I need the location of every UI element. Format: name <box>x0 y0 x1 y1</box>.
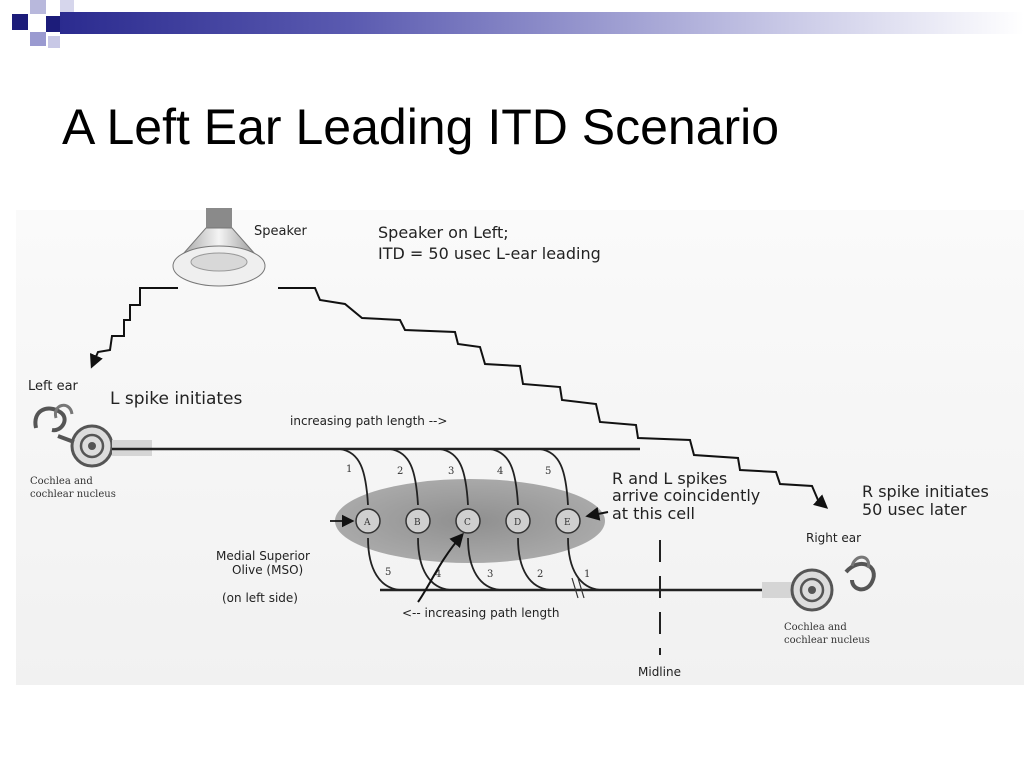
mso-line-1: Medial Superior <box>216 549 310 563</box>
decor-square <box>30 0 46 14</box>
sound-path-left <box>89 287 178 369</box>
bottom-number-3: 3 <box>487 569 493 580</box>
left-cochlea-icon <box>33 403 152 468</box>
top-number-1: 1 <box>346 464 352 475</box>
bottom-number-2: 2 <box>537 569 543 580</box>
coincident-line-1: R and L spikes <box>612 469 727 488</box>
cell-a-label: A <box>363 518 371 528</box>
left-axon-branches <box>339 448 569 506</box>
bottom-number-1: 1 <box>584 569 590 580</box>
arrow-to-cell-e <box>585 506 609 521</box>
right-ear-label: Right ear <box>806 531 861 545</box>
r-spike-line-1: R spike initiates <box>862 482 989 501</box>
cell-e-label: E <box>564 518 571 528</box>
cochlea-left-line-1: Cochlea and <box>30 476 93 487</box>
decor-square <box>48 36 60 48</box>
bottom-number-4: 4 <box>435 569 441 580</box>
top-number-3: 3 <box>448 466 454 477</box>
decor-square <box>30 32 46 46</box>
top-number-4: 4 <box>497 466 503 477</box>
cell-b <box>405 508 431 534</box>
header-gradient-bar <box>60 12 1024 34</box>
header-line-1: Speaker on Left; <box>378 223 509 242</box>
top-number-5: 5 <box>545 466 551 477</box>
cochlea-right-line-2: cochlear nucleus <box>784 635 870 646</box>
decor-square <box>46 16 60 32</box>
diagram-background <box>16 210 1024 685</box>
coincident-line-3: at this cell <box>612 504 695 523</box>
cell-c-label: C <box>464 518 471 528</box>
bottom-number-5: 5 <box>385 567 391 578</box>
path-length-top-label: increasing path length --> <box>290 414 447 428</box>
cell-b-label: B <box>414 518 421 528</box>
coincident-line-2: arrive coincidently <box>612 486 760 505</box>
right-axon-branches <box>367 537 601 591</box>
cochlea-left-line-2: cochlear nucleus <box>30 489 116 500</box>
right-cochlea-icon <box>762 555 876 612</box>
speaker-icon <box>172 208 266 287</box>
mso-line-2: Olive (MSO) <box>232 563 303 577</box>
l-spike-label: L spike initiates <box>110 389 242 409</box>
arrow-mso-to-cell-c <box>417 532 464 603</box>
r-spike-line-2: 50 usec later <box>862 500 967 519</box>
cochlea-right-line-1: Cochlea and <box>784 622 847 633</box>
left-ear-label: Left ear <box>28 379 79 394</box>
speaker-label: Speaker <box>254 224 308 239</box>
header-line-2: ITD = 50 usec L-ear leading <box>378 244 601 263</box>
decor-square <box>60 0 74 12</box>
decor-square <box>12 14 28 30</box>
mso-cells <box>355 508 581 534</box>
slide-title: A Left Ear Leading ITD Scenario <box>62 99 780 155</box>
top-number-2: 2 <box>397 466 403 477</box>
cell-d <box>505 508 531 534</box>
path-length-bottom-label: <-- increasing path length <box>402 606 559 620</box>
cell-d-label: D <box>514 518 521 528</box>
cell-c <box>455 508 481 534</box>
cell-a <box>355 508 381 534</box>
mso-side-label: (on left side) <box>222 591 298 605</box>
break-marks <box>571 577 585 599</box>
sound-path-right <box>278 287 829 509</box>
cell-e <box>555 508 581 534</box>
midline-label: Midline <box>638 665 681 679</box>
